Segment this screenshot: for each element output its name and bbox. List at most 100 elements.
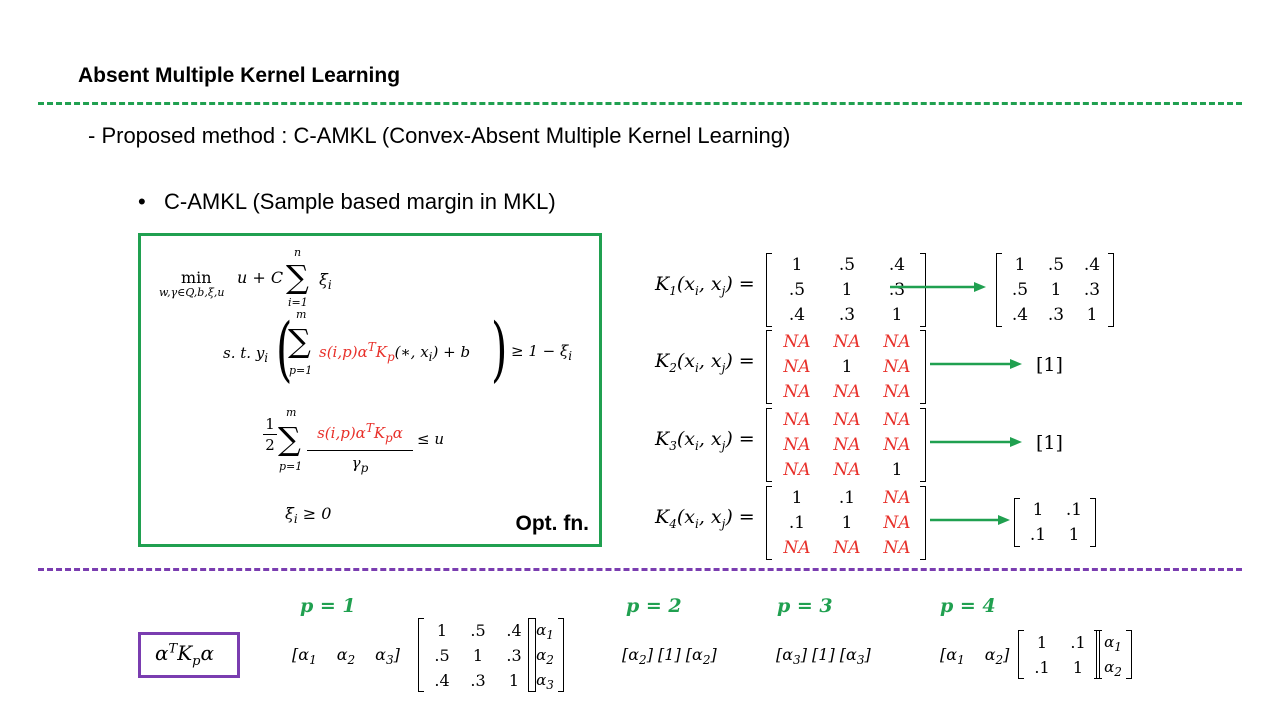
kernel-label-part: 1 — [669, 283, 677, 298]
kernel-label-part: i — [694, 516, 699, 531]
kernel-result-4-bracket-left — [1014, 498, 1020, 547]
p4-row-sub: 2 — [995, 653, 1004, 668]
alpha-kp-alpha-box: αTKpα — [138, 632, 240, 678]
kernel-result-1-cell: 1 — [1086, 305, 1098, 325]
p1-row-close: ] — [393, 645, 400, 664]
frac-half: 1 2 — [263, 414, 277, 455]
constraint-red-part: s(i,p)α — [319, 343, 368, 361]
p1-row-sub: 3 — [385, 653, 394, 668]
kernel-matrix-2-cell: NA — [833, 382, 861, 402]
kernel-label-4: K4(xi, xj) = — [655, 506, 755, 531]
paren-left: ( — [276, 308, 293, 390]
alpha-box-k: K — [177, 641, 193, 665]
alpha-box-sub: p — [192, 654, 201, 669]
kernel-matrix-4-cell: 1 — [791, 488, 803, 508]
p4-col-bracket-left — [1096, 630, 1102, 679]
p2-expr-end: ] — [710, 645, 717, 664]
kernel-result-1-cell: 1 — [1050, 280, 1062, 300]
bullet-dot: • — [138, 189, 146, 214]
xi-sub: i — [293, 512, 298, 527]
kernel-label-part: , x — [698, 350, 722, 372]
sum2-bottom: p=1 — [289, 364, 313, 377]
paren-right: ) — [491, 308, 508, 390]
kernel-matrix-1-cell: .4 — [888, 255, 906, 275]
kernel-label-part: ) = — [725, 273, 755, 295]
p1-row-alpha: α — [336, 645, 348, 664]
p4-matrix-cell: .1 — [1034, 658, 1050, 677]
sum1-bottom: i=1 — [288, 296, 308, 309]
kernel-matrix-1-cell: .5 — [838, 255, 856, 275]
bullet-item: • C-AMKL (Sample based margin in MKL) — [138, 189, 556, 215]
p3-expr: [α3] [1] [α3] — [776, 645, 871, 667]
p4-col-alpha: α — [1104, 633, 1115, 651]
kernel-matrix-1-bracket-right — [920, 253, 926, 327]
kernel-label-part: K — [655, 273, 670, 295]
y-symbol: y — [255, 344, 265, 362]
p3-expr-sub2: 3 — [856, 653, 865, 668]
kernel-matrix-1-cell: 1 — [841, 280, 853, 300]
kernel-arrow-2 — [930, 357, 1022, 369]
kernel-label-1: K1(xi, xj) = — [655, 273, 755, 298]
constraint-rest: (∗, x — [394, 343, 429, 361]
kernel-matrix-3-cell: NA — [883, 410, 911, 430]
kernel-result-1-cell: .5 — [1011, 280, 1029, 300]
kernel-matrix-3-cell: NA — [833, 435, 861, 455]
p1-row-alpha: α — [298, 645, 310, 664]
kernel-matrix-2-cell: NA — [833, 332, 861, 352]
p1-col-sub: 2 — [546, 653, 554, 667]
slide-title: Absent Multiple Kernel Learning — [78, 64, 401, 87]
kernel-matrix-4-cell: NA — [883, 538, 911, 558]
kernel-matrix-3-bracket-right — [920, 408, 926, 482]
kernel-matrix-2-cell: NA — [783, 382, 811, 402]
p-label-1: p = 1 — [300, 595, 356, 617]
kernel-matrix-4-cell: NA — [833, 538, 861, 558]
sum1-term: ξi — [319, 270, 332, 292]
kernel-result-4-cell: .1 — [1065, 500, 1083, 520]
kernel-result-4-bracket-right — [1090, 498, 1096, 547]
kernel-matrix-3-cell: NA — [783, 410, 811, 430]
kernel-label-part: j — [721, 438, 726, 453]
frac-den: 2 — [263, 434, 277, 455]
sum3-sigma: ∑ — [278, 420, 301, 458]
kernel-matrix-2-cell: 1 — [841, 357, 853, 377]
ineq2-rhs: ≤ u — [417, 430, 444, 448]
kernel-matrix-1-cell: 1 — [891, 305, 903, 325]
constraint-red-k-sub: p — [386, 350, 395, 364]
constraint-red-sup: T — [367, 340, 376, 354]
subtitle: - Proposed method : C-AMKL (Convex-Absen… — [88, 123, 791, 148]
p3-expr-a: [α — [776, 645, 794, 664]
p4-matrix-cell: 1 — [1036, 633, 1048, 652]
kernel-label-part: i — [694, 360, 699, 375]
p1-col-alpha: α — [536, 671, 547, 689]
p2-expr-mid: ] [1] [α — [646, 645, 703, 664]
constraint-rhs: ≥ 1 − ξi — [511, 342, 572, 363]
p1-row-sub: 2 — [347, 653, 356, 668]
kernel-result-1-bracket-right — [1108, 253, 1114, 327]
kernel-matrix-4-cell: NA — [883, 488, 911, 508]
kernel-result-1-cell: .3 — [1047, 305, 1065, 325]
p1-matrix-cell: 1 — [472, 646, 484, 665]
alpha-box-sup: T — [168, 641, 178, 657]
constraint-rhs-sub: i — [568, 349, 573, 363]
frac2-num-k-sub: p — [385, 431, 393, 445]
sum2-sigma: ∑ — [288, 322, 311, 360]
p1-col-bracket-left — [528, 618, 534, 692]
kernel-label-part: (x — [676, 350, 695, 372]
subject-to: s. t. yi — [223, 344, 268, 365]
frac2-den: γp — [307, 450, 413, 480]
kernel-matrix-3-cell: NA — [833, 410, 861, 430]
sum3-bottom: p=1 — [279, 460, 303, 473]
p1-matrix-bracket-left — [418, 618, 424, 692]
p4-col-sub: 2 — [1114, 665, 1122, 679]
kernel-label-part: j — [721, 360, 726, 375]
kernel-label-part: (x — [676, 428, 695, 450]
frac2-num-k: K — [373, 424, 386, 442]
kernel-result-1-cell: 1 — [1014, 255, 1026, 275]
frac2-den-sub: p — [360, 461, 369, 475]
